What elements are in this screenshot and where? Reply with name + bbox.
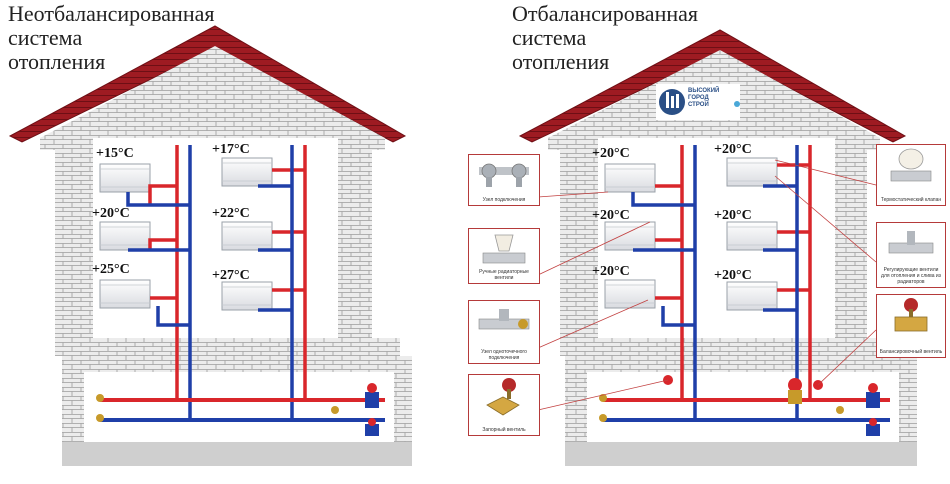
callout-caption: Регулирующие вентили для отопления и сли… [881, 267, 941, 285]
temp-label: +17°C [212, 142, 250, 157]
radiator [726, 281, 778, 311]
title-line: отопления [8, 49, 106, 74]
manual-valve-icon [482, 234, 526, 264]
temp-label: +20°C [592, 146, 630, 161]
house-balanced [518, 29, 917, 466]
callout-leaders [537, 159, 877, 411]
callout-caption: Узел подключения [482, 197, 526, 203]
temp-label: +20°C [714, 208, 752, 223]
supply-riser [148, 145, 307, 400]
company-logo [656, 84, 740, 120]
title-unbalanced: Неотбалансированная система отопления [8, 2, 214, 74]
temp-label: +25°C [92, 262, 130, 277]
callout-shutoff-valve: Запорный вентиль [468, 374, 540, 436]
callout-manual-valves: Ручные радиаторные вентили [468, 228, 540, 284]
house-unbalanced [8, 25, 412, 466]
radiator [99, 221, 151, 251]
title-line: отопления [512, 49, 610, 74]
return-riser [631, 145, 799, 420]
title-balanced: Отбалансированная система отопления [512, 2, 698, 74]
callout-regulating-valves: Регулирующие вентили для отопления и сли… [876, 222, 946, 288]
title-line: Неотбалансированная [8, 1, 215, 26]
basement-floor [565, 442, 917, 466]
basement-floor [62, 442, 412, 466]
title-line: Отбалансированная [512, 1, 699, 26]
gable [40, 46, 385, 150]
temp-label: +20°C [592, 208, 630, 223]
title-line: система [8, 25, 83, 50]
logo-line: СТРОЙ [688, 102, 709, 108]
logo-line: ГОРОД [688, 95, 709, 101]
single-point-unit-icon [478, 309, 530, 330]
roof [8, 25, 407, 143]
wall-left [560, 138, 598, 348]
return-riser [126, 145, 294, 420]
radiator [726, 221, 778, 251]
callout-single-point-unit: Узел одноточечного подключения [468, 300, 540, 364]
basement-interior [84, 372, 394, 442]
radiator [221, 157, 273, 187]
callout-caption: Термостатический клапан [880, 197, 942, 203]
roof [518, 29, 907, 143]
drain-valve-icon [96, 394, 339, 422]
logo-text: ВЫСОКИЙ ГОРОД СТРОЙ [688, 88, 719, 109]
shutoff-valve-icon [866, 383, 880, 436]
floor-slab [560, 338, 905, 356]
radiator [604, 163, 656, 193]
temp-label: +15°C [96, 146, 134, 161]
wall-right [835, 138, 867, 348]
title-line: система [512, 25, 587, 50]
callout-thermostatic-valve: Термостатический клапан [876, 144, 946, 206]
radiator [726, 157, 778, 187]
shutoff-valve-icon [365, 383, 379, 436]
radiator [221, 221, 273, 251]
balancing-valve-icon [663, 375, 823, 404]
callout-caption: Балансировочный вентиль [879, 349, 943, 355]
basement-interior [587, 372, 899, 442]
radiator [604, 279, 656, 309]
thermostatic-valve-icon [890, 148, 932, 182]
callout-balancing-valve: Балансировочный вентиль [876, 294, 946, 358]
radiator [221, 281, 273, 311]
callout-caption: Ручные радиаторные вентили [479, 269, 529, 281]
wall-left [55, 138, 93, 348]
connection-unit-icon [479, 163, 529, 187]
temp-label: +20°C [714, 142, 752, 157]
temp-label: +20°C [92, 206, 130, 221]
shutoff-valve-icon [486, 378, 520, 416]
regulating-valve-icon [888, 231, 934, 254]
balancing-valve-icon [894, 298, 928, 332]
callout-caption: Запорный вентиль [482, 427, 526, 433]
logo-line: ВЫСОКИЙ [688, 88, 720, 94]
callout-connection-unit: Узел подключения [468, 154, 540, 206]
floor-slab [55, 338, 400, 356]
temp-label: +27°C [212, 268, 250, 283]
drain-valve-icon [599, 394, 844, 422]
wall-right [338, 138, 372, 348]
temp-label: +22°C [212, 206, 250, 221]
supply-riser [655, 145, 812, 400]
temp-label: +20°C [592, 264, 630, 279]
radiator [604, 221, 656, 251]
temp-label: +20°C [714, 268, 752, 283]
radiator [99, 279, 151, 309]
callout-caption: Узел одноточечного подключения [481, 349, 527, 361]
radiator [99, 163, 151, 193]
